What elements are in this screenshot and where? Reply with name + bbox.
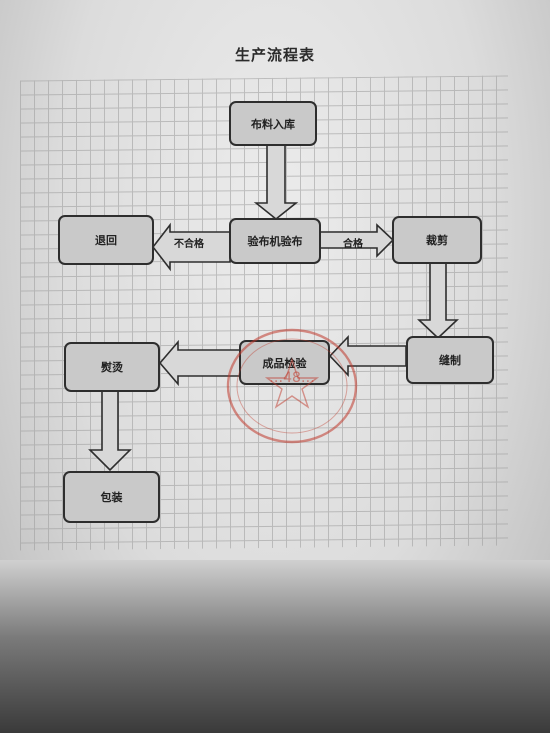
node-inspect: 验布机验布	[229, 218, 321, 264]
photo-shadow	[0, 560, 550, 733]
company-seal-stamp: …48…	[226, 328, 358, 444]
svg-text:…48…: …48…	[269, 370, 315, 386]
edge-label-pass: 合格	[343, 239, 363, 250]
diagram-title: 生产流程表	[234, 46, 315, 64]
node-packing: 包装	[63, 471, 160, 523]
arrow-inspect-to-cutting	[319, 223, 395, 258]
arrow-fabric-to-inspect	[253, 144, 299, 221]
arrow-sewing-to-check	[328, 334, 407, 378]
edge-label-fail: 不合格	[174, 239, 204, 250]
node-ironing: 熨烫	[64, 342, 160, 392]
node-sewing: 缝制	[406, 336, 494, 384]
arrow-ironing-to-packing	[88, 389, 132, 472]
arrow-cutting-to-sewing	[416, 262, 460, 340]
node-fabric-in: 布料入库	[229, 101, 317, 146]
node-cutting: 裁剪	[392, 216, 482, 264]
arrow-inspect-to-return	[151, 222, 231, 272]
node-return: 退回	[58, 215, 154, 265]
